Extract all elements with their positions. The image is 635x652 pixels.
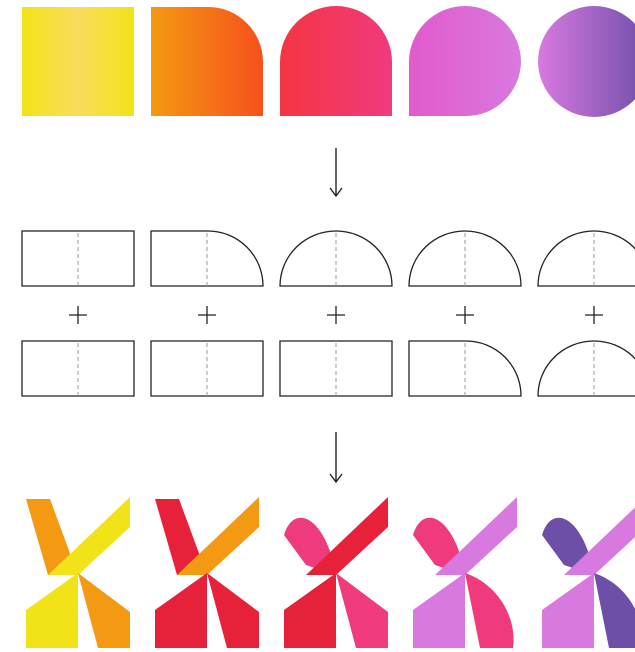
outline-bottom-5 [538,341,635,396]
x-mark-2 [155,497,259,648]
outline-top-1 [22,231,134,286]
outline-bottom-row [22,341,635,396]
plus-icon [456,306,474,324]
plus-icon [327,306,345,324]
x-marks-row [26,497,635,648]
gradient-shape-1 [22,7,134,116]
outline-top-4 [409,231,521,286]
outline-bottom-3 [280,341,392,396]
gradient-shape-5 [538,6,635,117]
outline-top-5 [538,231,635,286]
x-mark-3 [284,497,388,648]
plus-icon [585,306,603,324]
gradient-shape-2 [151,7,263,116]
x-mark-5 [542,497,635,648]
plus-row [69,306,603,324]
plus-icon [198,306,216,324]
gradient-shapes-row [22,6,635,117]
outline-top-row [22,231,635,286]
gradient-shape-3 [280,6,392,116]
outline-top-3 [280,231,392,286]
plus-icon [69,306,87,324]
x-mark-4 [413,497,517,648]
outline-bottom-1 [22,341,134,396]
outline-top-2 [151,231,263,286]
arrow-down-icon [330,148,342,196]
outline-bottom-4 [409,341,521,396]
x-mark-1 [26,497,130,648]
arrow-down-icon [330,432,342,482]
gradient-shape-4 [409,6,521,116]
outline-bottom-2 [151,341,263,396]
